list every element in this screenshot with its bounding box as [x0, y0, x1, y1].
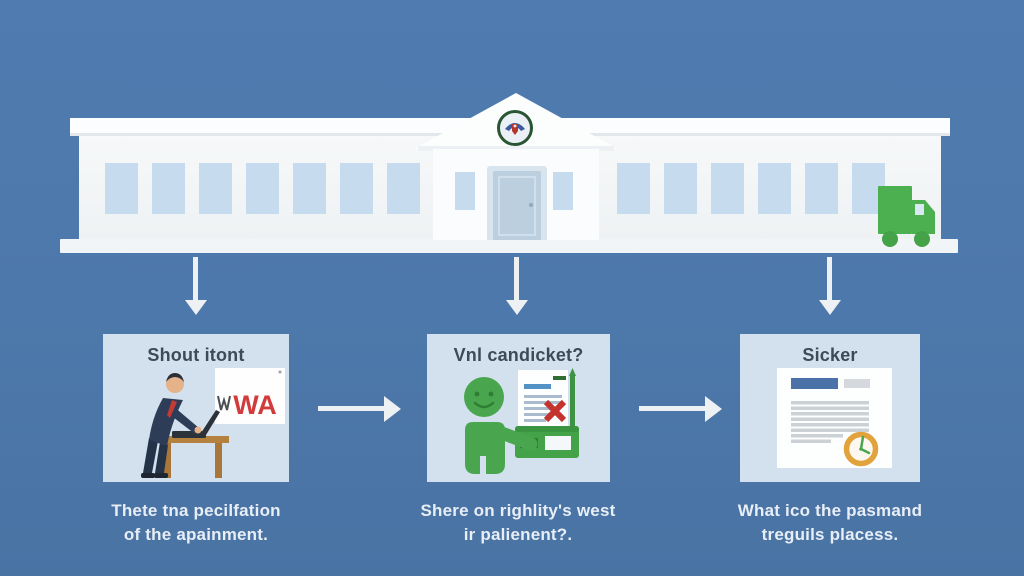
step-title: Shout itont [147, 345, 245, 365]
flow-arrow-down-icon [505, 257, 529, 316]
caption-line: Thete tna pecilfation [111, 501, 281, 520]
building-door [493, 171, 541, 240]
arrow-shaft [318, 406, 384, 411]
building-window [246, 163, 279, 214]
door-panel [498, 176, 536, 236]
step-panel-1: Shout itont WA [103, 334, 289, 482]
wa-sign: WA [215, 368, 285, 424]
man-figure [141, 373, 202, 478]
building-window [199, 163, 232, 214]
building-window [152, 163, 185, 214]
man-typing-illustration: WA [141, 368, 285, 478]
arrow-shaft [514, 257, 519, 300]
arrow-head [705, 396, 722, 422]
delivery-truck-icon [878, 186, 935, 247]
step-caption-2: Shere on righlity's west ir palienent?. [378, 499, 658, 547]
building-window [664, 163, 697, 214]
building-window [387, 163, 420, 214]
va-seal-icon [497, 110, 533, 146]
building-window [553, 172, 573, 210]
document-with-x [518, 370, 568, 434]
arrow-shaft [827, 257, 832, 300]
arrow-head [384, 396, 401, 422]
building-window [758, 163, 791, 214]
flow-arrow-down-icon [818, 257, 842, 316]
wa-sign-label: WA [233, 390, 277, 420]
building-base [60, 239, 958, 253]
building-window [455, 172, 475, 210]
green-pen-icon [569, 368, 576, 430]
arrow-head [506, 300, 528, 315]
clock-icon [843, 431, 879, 467]
arrow-shaft [193, 257, 198, 300]
building-window [711, 163, 744, 214]
flow-arrow-down-icon [184, 257, 208, 316]
arrow-head [819, 300, 841, 315]
document-clock-illustration [777, 368, 892, 468]
step-panel-2: Vnl candicket? [427, 334, 610, 482]
caption-line: ir palienent?. [463, 524, 573, 544]
green-person-figure [464, 377, 538, 474]
door-handle-icon [529, 203, 533, 207]
step-caption-3: What ico the pasmand treguils placess. [690, 499, 970, 547]
caption-line: What ico the pasmand [737, 501, 923, 520]
caption-line: of the apainment. [123, 524, 269, 544]
step-caption-1: Thete tna pecilfation of the apainment. [56, 499, 336, 547]
step-title: Vnl candicket? [453, 345, 584, 365]
red-x-icon [543, 399, 567, 423]
caption-line: treguils placess. [761, 524, 899, 544]
building-window [105, 163, 138, 214]
building-window [805, 163, 838, 214]
wooden-table [159, 436, 229, 478]
step-title: Sicker [802, 345, 858, 365]
building-window [617, 163, 650, 214]
report-document [777, 368, 892, 468]
caption-line: Shere on righlity's west [420, 501, 616, 520]
arrow-shaft [639, 406, 705, 411]
building-eave [418, 146, 614, 151]
rejected-document-illustration [464, 368, 579, 474]
building-window [293, 163, 326, 214]
step-panel-3: Sicker [740, 334, 920, 482]
seal-emblem [505, 123, 525, 135]
building-window [340, 163, 373, 214]
arrow-head [185, 300, 207, 315]
